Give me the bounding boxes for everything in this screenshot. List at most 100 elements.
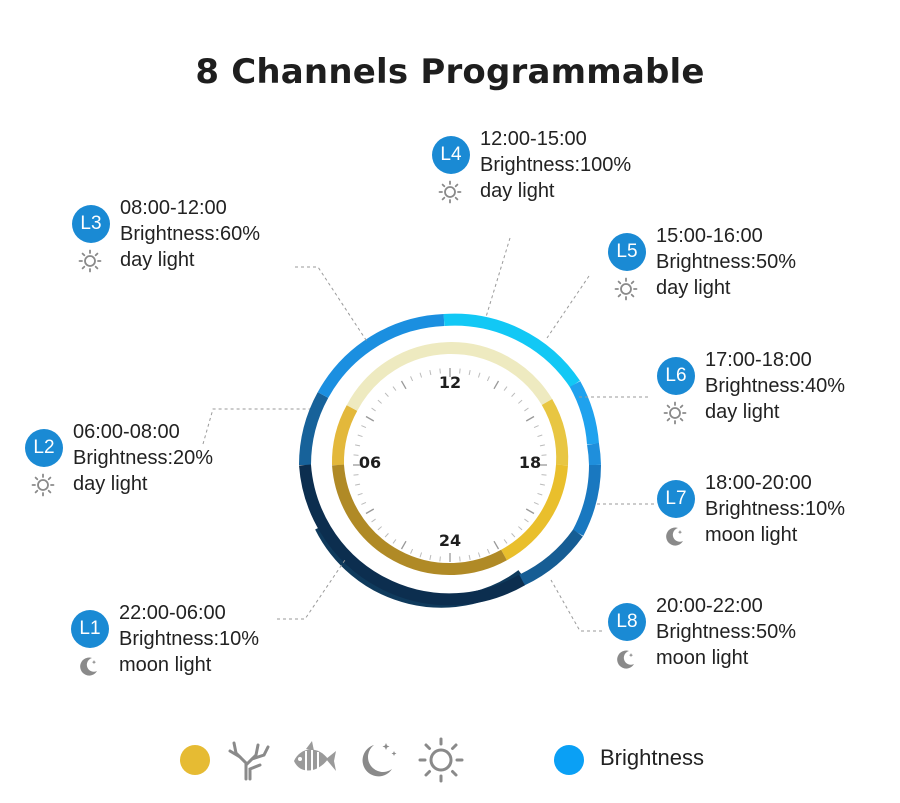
clock-tick [518,526,523,531]
channel-brightness: Brightness:50% [656,251,797,273]
clock-tick [541,474,547,476]
moon-stars-icon [362,743,397,777]
clock-tick [357,434,363,438]
ring-segment-l3 [317,314,445,398]
legend: Brightness [0,735,900,785]
channel-l6: L6 17:00-18:00 Brightness:40% day light [657,349,900,437]
channel-mode: moon light [705,524,798,546]
clock-tick [533,501,539,505]
moon-icon [617,650,634,669]
clock-tick [392,539,397,544]
leader-line-l4 [485,237,511,318]
channel-time: 15:00-16:00 [656,225,763,247]
channel-mode: day light [705,401,780,423]
clock-tick [361,425,367,429]
channel-l2: L2 06:00-08:00 Brightness:20% day light [25,421,285,509]
clock-tick [486,376,490,382]
channel-time: 08:00-12:00 [120,197,227,219]
ring-segment-l7 [572,464,601,536]
channel-brightness: Brightness:40% [705,375,846,397]
channel-badge: L5 [608,233,646,271]
fish-icon [294,741,336,772]
channel-badge: L1 [71,610,109,648]
channel-badge: L2 [25,429,63,467]
clock-tick [419,552,423,558]
clock-tick [477,372,481,378]
channel-time: 17:00-18:00 [705,349,812,371]
clock-tick [400,380,407,390]
ring-segment-l2 [299,392,329,466]
coral-icon [228,741,270,781]
channel-l4: L4 12:00-15:00 Brightness:100% day light [432,128,692,216]
clock-label-06: 06 [359,453,381,472]
clock-tick [459,368,461,374]
clock-tick [541,454,547,456]
channel-time: 06:00-08:00 [73,421,180,443]
leader-lines [202,237,654,632]
clock-tick [477,552,481,558]
channel-badge: L3 [72,205,110,243]
clock-tick [410,376,414,382]
color-ring [331,342,569,575]
sun-icon [418,737,464,783]
clock-tick [537,434,543,438]
clock-tick [468,370,471,376]
clock-tick [355,444,361,447]
channel-mode: day light [73,473,148,495]
clock-tick [493,380,500,390]
sun-icon [614,277,638,301]
ring-segment-l4 [443,313,580,388]
clock-ticks [353,368,547,562]
clock-tick [353,474,359,476]
clock-label-12: 12 [439,373,461,392]
ring-segment-l8 [519,529,583,586]
clock-tick [400,540,407,550]
clock-tick [533,425,539,429]
clock-tick [493,540,500,550]
leader-line-l8 [550,579,602,632]
clock-tick [392,386,397,391]
channel-time: 12:00-15:00 [480,128,587,150]
clock-tick [503,386,508,391]
clock-label-24: 24 [439,531,461,550]
brightness-ring [299,313,601,608]
clock-tick [384,533,389,538]
clock-tick [524,407,529,412]
clock-tick [429,554,432,560]
clock-tick [539,444,545,447]
clock-tick [377,526,382,531]
channel-mode: moon light [119,654,212,676]
ring-segment-l6 [587,442,601,466]
clock-tick [537,492,543,496]
channel-badge: L4 [432,136,470,174]
page-title: 8 Channels Programmable [195,52,705,92]
ring-segment-night [299,464,525,606]
channel-brightness: Brightness:10% [119,628,260,650]
moon-icon [666,527,683,546]
channel-time: 22:00-06:00 [119,602,226,624]
clock-tick [419,372,423,378]
yellow-dot-icon [180,745,210,775]
channel-brightness: Brightness:100% [480,154,632,176]
leader-line-l3 [295,266,369,344]
channel-mode: day light [120,249,195,271]
channel-brightness: Brightness:10% [705,498,846,520]
leader-line-l5 [546,275,590,339]
channel-l1: L1 22:00-06:00 Brightness:10% moon light [71,602,331,690]
channel-brightness: Brightness:60% [120,223,261,245]
channel-mode: day light [656,277,731,299]
channel-l3: L3 08:00-12:00 Brightness:60% day light [72,197,332,285]
clock-tick [525,508,535,515]
clock-tick [365,415,375,422]
channel-l5: L5 15:00-16:00 Brightness:50% day light [608,225,868,313]
clock-tick [429,370,432,376]
channel-badge: L8 [608,603,646,641]
clock-tick [518,399,523,404]
sun-icon [31,473,55,497]
clock-tick [365,508,375,515]
channel-time: 18:00-20:00 [705,472,812,494]
clock-tick [357,492,363,496]
clock-label-18: 18 [519,453,541,472]
channel-time: 20:00-22:00 [656,595,763,617]
